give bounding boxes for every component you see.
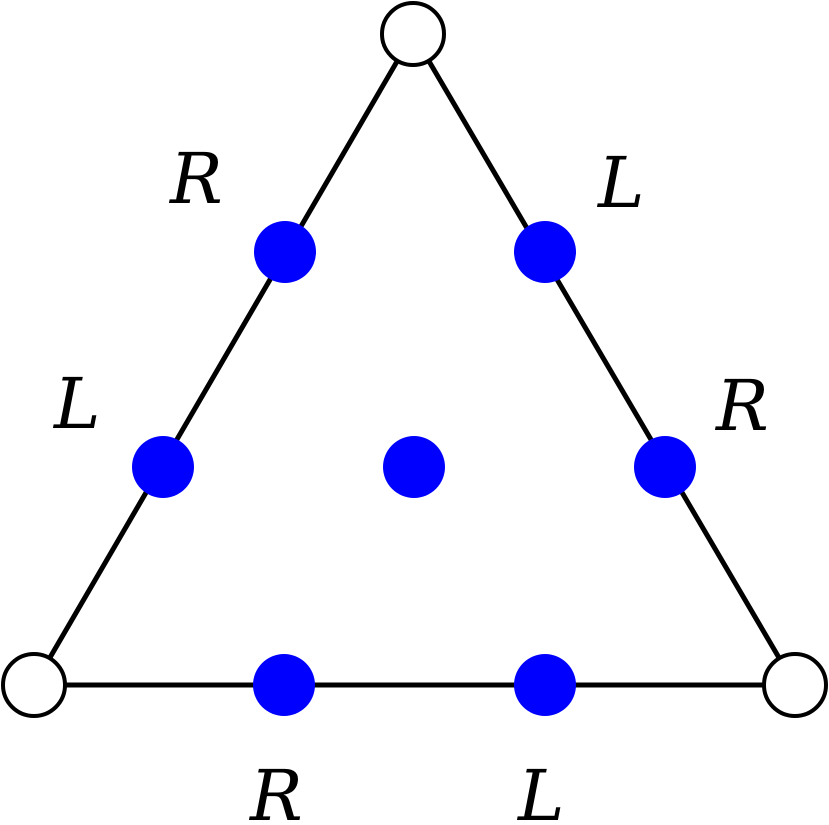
edge-right: [410, 32, 798, 687]
node-right-upper: [514, 221, 576, 283]
label-bottom-right: L: [516, 755, 564, 825]
node-left-upper: [254, 221, 316, 283]
triangle-edges: [31, 32, 798, 688]
blue-nodes: [132, 221, 696, 716]
label-left-lower: L: [52, 363, 100, 445]
node-bottom-right: [514, 654, 576, 716]
node-right-lower: [634, 436, 696, 498]
label-bottom-left: R: [248, 755, 303, 825]
edge-labels: R L L R R L: [52, 138, 769, 825]
edge-left: [31, 32, 416, 687]
vertex-bottom-left: [1, 652, 67, 718]
node-left-lower: [132, 436, 194, 498]
node-bottom-left: [253, 654, 315, 716]
node-center: [383, 436, 445, 498]
vertex-bottom-right: [762, 652, 828, 718]
label-right-lower: R: [714, 365, 769, 447]
label-right-upper: L: [596, 142, 644, 224]
corner-vertices: [1, 1, 828, 718]
label-left-upper: R: [168, 138, 223, 220]
vertex-top: [380, 1, 446, 67]
